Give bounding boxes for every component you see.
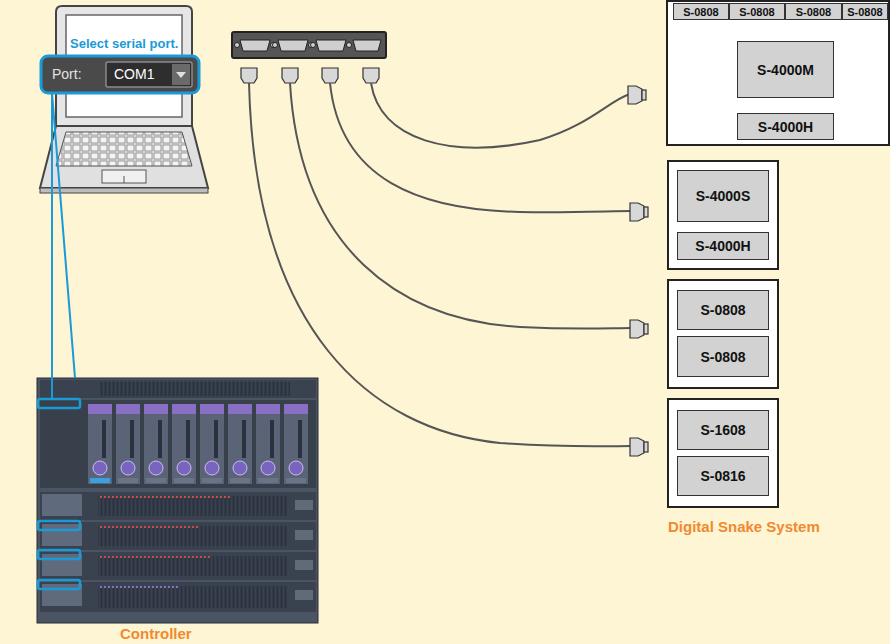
device-name: S-0808 bbox=[847, 6, 882, 18]
device-name: S-0808 bbox=[683, 6, 718, 18]
device-box: S-4000S bbox=[677, 170, 769, 222]
device-name: S-1608 bbox=[700, 422, 745, 438]
device-box: S-4000H bbox=[737, 113, 834, 140]
laptop bbox=[40, 6, 208, 193]
field-label: Port: bbox=[52, 66, 82, 82]
device-box: S-1608 bbox=[677, 410, 769, 450]
field-value: COM1 bbox=[114, 66, 154, 82]
device-box: S-0808 bbox=[785, 3, 842, 20]
device-box: S-4000M bbox=[737, 41, 834, 98]
serial-hub bbox=[232, 32, 386, 83]
device-name: S-0808 bbox=[700, 349, 745, 365]
system-group: S-0808 S-0808 S-0808 S-0808S-4000M S-4000H bbox=[666, 0, 890, 146]
group-caption: Controller bbox=[120, 625, 192, 642]
device-name: S-4000H bbox=[758, 119, 813, 135]
device-box: S-0816 bbox=[677, 456, 769, 496]
device-name: S-4000M bbox=[757, 62, 814, 78]
group-caption: Digital Snake System bbox=[668, 518, 820, 535]
device-box: S-0808 bbox=[677, 290, 769, 330]
device-box: S-0808 bbox=[677, 336, 769, 377]
device-name: S-0816 bbox=[700, 468, 745, 484]
system-group: S-4000S S-4000H bbox=[667, 160, 779, 270]
device-name: S-0808 bbox=[796, 6, 831, 18]
system-group: S-0808S-0808 bbox=[667, 279, 779, 389]
device-name: S-0808 bbox=[739, 6, 774, 18]
device-box: S-0808 bbox=[673, 3, 729, 20]
device-name: S-4000S bbox=[696, 188, 750, 204]
controller-screenshot bbox=[37, 378, 318, 623]
device-name: S-0808 bbox=[700, 302, 745, 318]
port-callout bbox=[41, 56, 199, 398]
system-group: S-1608S-0816 bbox=[667, 398, 779, 508]
device-box: S-4000H bbox=[677, 232, 769, 260]
callout-text: Select serial port. bbox=[70, 36, 178, 51]
device-box: S-0808 bbox=[729, 3, 785, 20]
cable-plug bbox=[628, 86, 648, 456]
device-box: S-0808 bbox=[842, 3, 888, 20]
device-name: S-4000H bbox=[695, 238, 750, 254]
